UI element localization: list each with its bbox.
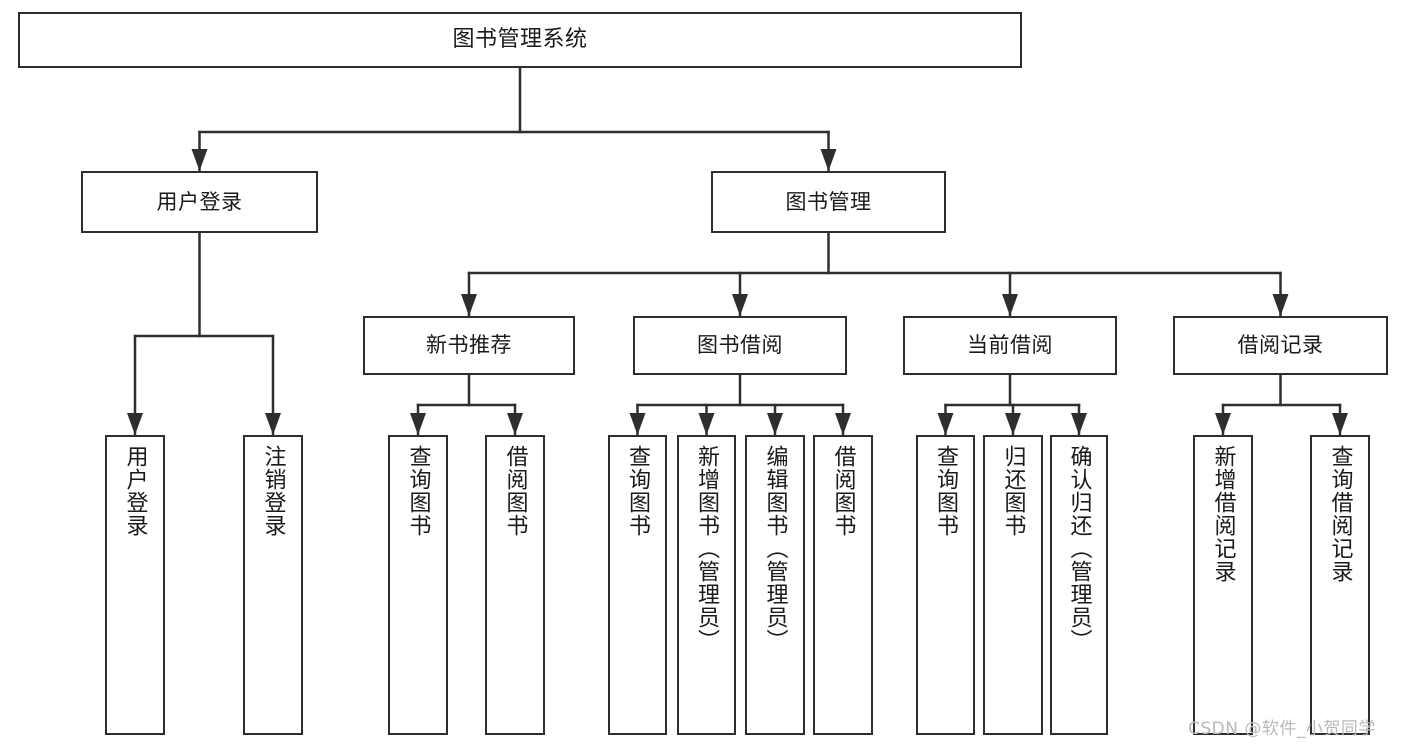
- arrowhead-l-ret: [1005, 413, 1021, 435]
- node-l-conf[interactable]: 确认归还（管理员）: [1050, 435, 1108, 735]
- arrowhead-current: [1002, 294, 1018, 316]
- node-label: 查询图书: [933, 445, 959, 537]
- node-l-ret[interactable]: 归还图书: [983, 435, 1043, 735]
- node-l-qrec[interactable]: 查询借阅记录: [1310, 435, 1370, 735]
- node-label: 查询图书: [625, 445, 651, 537]
- arrowhead-login: [191, 149, 208, 171]
- arrowhead-newbook: [461, 294, 477, 316]
- arrowhead-l-login: [127, 413, 143, 435]
- node-label: 借阅图书: [830, 445, 856, 537]
- node-label: 编辑图书（管理员）: [762, 445, 788, 652]
- arrowhead-l-add: [698, 413, 715, 435]
- arrowhead-l-addrec: [1215, 413, 1231, 435]
- node-label: 确认归还（管理员）: [1066, 445, 1092, 652]
- arrowhead-records: [1272, 294, 1289, 316]
- node-l-q2[interactable]: 查询图书: [608, 435, 667, 735]
- node-l-add[interactable]: 新增图书（管理员）: [677, 435, 736, 735]
- node-l-login[interactable]: 用户登录: [105, 435, 165, 735]
- node-l-edit[interactable]: 编辑图书（管理员）: [745, 435, 805, 735]
- node-l-b1[interactable]: 借阅图书: [485, 435, 545, 735]
- node-label: 图书借阅: [697, 333, 783, 358]
- node-label: 借阅记录: [1237, 333, 1324, 358]
- arrowhead-l-q3: [937, 413, 954, 435]
- node-label: 图书管理系统: [452, 27, 588, 53]
- node-l-q1[interactable]: 查询图书: [388, 435, 448, 735]
- node-l-addrec[interactable]: 新增借阅记录: [1193, 435, 1253, 735]
- node-l-logout[interactable]: 注销登录: [243, 435, 303, 735]
- node-label: 新增借阅记录: [1210, 445, 1236, 583]
- node-label: 注销登录: [260, 445, 286, 537]
- arrowhead-l-conf: [1071, 413, 1087, 435]
- arrowhead-l-b1: [507, 413, 523, 435]
- node-label: 当前借阅: [967, 333, 1053, 358]
- node-label: 图书管理: [785, 189, 872, 214]
- arrowhead-l-q2: [629, 413, 646, 435]
- node-borrow[interactable]: 图书借阅: [633, 316, 847, 375]
- node-label: 归还图书: [1000, 445, 1026, 537]
- node-label: 用户登录: [156, 189, 243, 214]
- arrowhead-borrow: [732, 294, 748, 316]
- node-current[interactable]: 当前借阅: [903, 316, 1117, 375]
- node-l-q3[interactable]: 查询图书: [916, 435, 975, 735]
- arrowhead-bookmgmt: [820, 149, 837, 171]
- node-login[interactable]: 用户登录: [81, 171, 318, 233]
- node-bookmgmt[interactable]: 图书管理: [711, 171, 946, 233]
- node-l-b2[interactable]: 借阅图书: [813, 435, 873, 735]
- arrowhead-l-b2: [835, 413, 851, 435]
- node-label: 新增图书（管理员）: [694, 445, 720, 652]
- watermark-text: CSDN @软件_小贺同学: [1188, 719, 1376, 739]
- node-label: 新书推荐: [426, 333, 512, 358]
- arrowhead-l-qrec: [1332, 413, 1348, 435]
- node-label: 查询借阅记录: [1327, 445, 1353, 583]
- arrowhead-l-edit: [767, 413, 783, 435]
- node-label: 用户登录: [122, 445, 148, 537]
- node-label: 借阅图书: [502, 445, 528, 537]
- node-newbook[interactable]: 新书推荐: [363, 316, 575, 375]
- node-root[interactable]: 图书管理系统: [18, 12, 1022, 68]
- arrowhead-l-logout: [265, 413, 281, 435]
- node-records[interactable]: 借阅记录: [1173, 316, 1388, 375]
- arrowhead-l-q1: [410, 413, 426, 435]
- node-label: 查询图书: [405, 445, 431, 537]
